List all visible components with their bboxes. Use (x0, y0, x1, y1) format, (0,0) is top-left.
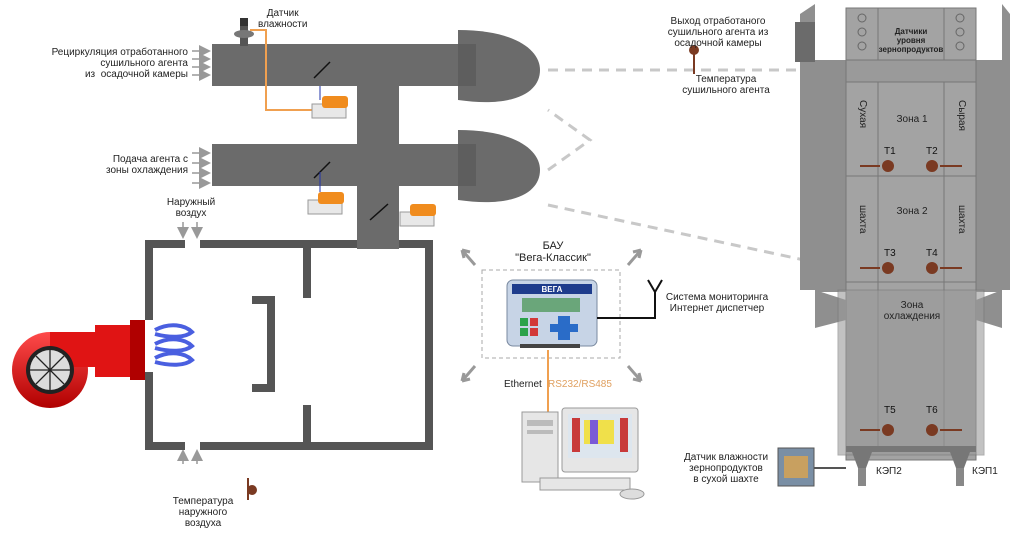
ethernet-label: Ethernet (504, 379, 542, 390)
outside-air-label: Наружный воздух (166, 197, 216, 219)
wet-shaft-label: Сырая (956, 100, 967, 131)
bau-title: БАУ "Вега-Классик" (515, 240, 591, 264)
t1-label: Т1 (884, 146, 896, 157)
probe-t3 (860, 262, 894, 274)
kep1-label: КЭП1 (972, 466, 998, 477)
wet-shaft-zone2-label: шахта (956, 205, 967, 234)
exhaust-out-label: Выход отработаного сушильного агента из … (667, 16, 769, 49)
zone2-label: Зона 2 (896, 206, 928, 217)
temperature-probes (247, 45, 962, 500)
kep2-hopper (852, 452, 872, 468)
cooling-supply-label: Подача агента с зоны охлаждения (106, 154, 188, 176)
t3-label: Т3 (884, 248, 896, 259)
cooling-supply-duct (212, 144, 458, 186)
duct-humidity-sensor (234, 18, 316, 111)
inflow-arrows (177, 45, 211, 464)
fan-volute-top (458, 30, 540, 103)
fan-volute-bottom (458, 130, 540, 203)
grain-humidity-sensor-device (777, 447, 846, 487)
vertical-duct (357, 44, 399, 249)
outside-air-temp-label: Температура наружного воздуха (172, 496, 234, 529)
controller-frame (481, 269, 621, 359)
probe-t4 (926, 262, 962, 274)
damper-recirculation (313, 61, 331, 79)
damper-vertical (369, 203, 389, 221)
dampers (313, 61, 389, 221)
recirculation-label: Рециркуляция отработанного сушильного аг… (51, 47, 188, 80)
monitoring-antenna (597, 279, 663, 319)
zone1-label: Зона 1 (896, 114, 928, 125)
probe-t1 (860, 160, 894, 172)
humidity-sensor-label: Датчик влажности (258, 8, 308, 30)
pc-workstation (521, 407, 645, 500)
actuator-recirculation (311, 96, 348, 119)
t6-label: Т6 (926, 405, 938, 416)
damper-cooling (313, 161, 331, 179)
actuator-cooling (307, 172, 344, 215)
dry-shaft-zone2-label: шахта (857, 205, 868, 234)
kep1-hopper (950, 452, 970, 468)
probe-t5 (860, 424, 894, 436)
grain-dryer (795, 4, 1010, 486)
furnace-chamber (145, 240, 433, 450)
t5-label: Т5 (884, 405, 896, 416)
level-sensors-label: Датчики уровня зернопродуктов (878, 27, 944, 54)
burner (12, 320, 195, 408)
probe-drying-agent (689, 45, 699, 74)
rs-port-label: RS232/RS485 (548, 379, 612, 390)
bau-controller: ВЕГА (506, 279, 598, 348)
baffle (252, 296, 275, 392)
actuator-vertical (399, 204, 436, 227)
duct-to-dryer-links (547, 68, 861, 274)
burner-flame (154, 323, 195, 367)
probe-outside-air (247, 478, 257, 500)
controller-logo: ВЕГА (542, 285, 563, 294)
recirculation-duct (212, 44, 458, 86)
probe-t2 (926, 160, 962, 172)
probe-t6 (926, 424, 962, 436)
drying-agent-temp-label: Температура сушильного агента (682, 74, 770, 96)
dry-shaft-label: Сухая (857, 100, 868, 129)
t4-label: Т4 (926, 248, 938, 259)
t2-label: Т2 (926, 146, 938, 157)
kep2-label: КЭП2 (876, 466, 902, 477)
grain-humidity-sensor-label: Датчик влажности зернопродуктов в сухой … (683, 452, 769, 485)
cooling-zone-label: Зона охлаждения (883, 300, 941, 322)
diagonal-arrows (460, 248, 643, 383)
monitoring-label: Система мониторинга Интернет диспетчер (665, 292, 769, 314)
air-duct-system (212, 30, 540, 249)
